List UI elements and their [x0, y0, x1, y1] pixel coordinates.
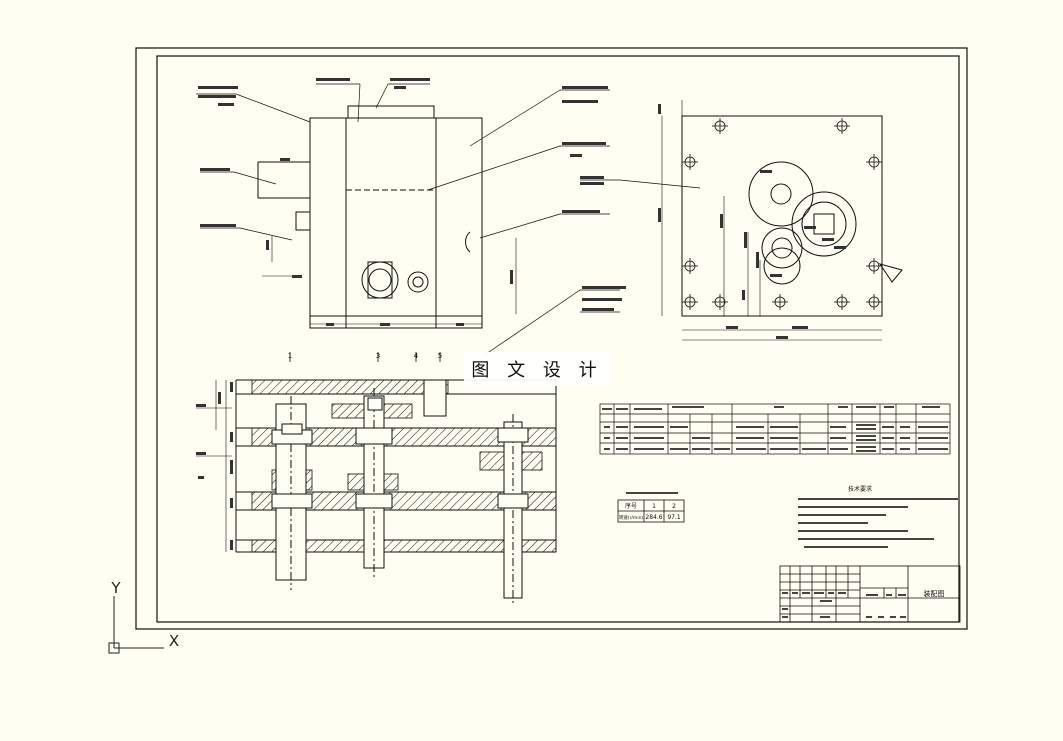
bolt-hole	[866, 258, 882, 274]
section-hatching	[251, 379, 557, 553]
outer-border	[135, 47, 968, 630]
watermark: 图 文 设 计	[464, 352, 610, 386]
section-number: 5	[438, 352, 442, 360]
inner-border	[156, 55, 960, 623]
title-block	[779, 565, 961, 623]
section-number: 3	[376, 352, 380, 360]
bolt-hole	[866, 154, 882, 170]
section-number: 4	[414, 352, 419, 360]
side-view-bolt-holes	[682, 118, 882, 310]
bolt-hole	[834, 118, 850, 134]
speed-table-caption	[626, 492, 678, 494]
speed-table-value: 97.1	[667, 514, 681, 521]
bolt-hole	[866, 294, 882, 310]
bolt-hole	[682, 154, 698, 170]
speed-table-header: 2	[672, 503, 676, 510]
bolt-hole	[834, 294, 850, 310]
speed-table-value: 284.6	[645, 514, 662, 521]
section-shafts	[271, 379, 529, 604]
ucs-x-label: X	[169, 632, 179, 650]
tech-notes-title: 技术要求	[848, 485, 872, 493]
front-view-leaders	[196, 83, 701, 355]
title-block-marks	[782, 592, 906, 618]
bolt-hole	[712, 118, 728, 134]
side-view	[661, 100, 903, 341]
bolt-hole	[682, 294, 698, 310]
speed-table-header: 序号	[625, 502, 637, 510]
parameter-table-marks	[602, 406, 948, 452]
ucs-icon	[108, 596, 164, 654]
side-view-marks	[658, 104, 846, 339]
tech-notes-lines	[798, 498, 958, 548]
bolt-hole	[682, 258, 698, 274]
speed-table-header: 1	[652, 503, 656, 510]
bolt-hole	[772, 294, 788, 310]
drawing-title: 装配图	[924, 589, 945, 598]
tiny-annotation-marks	[198, 78, 626, 326]
parameter-table	[599, 403, 951, 455]
speed-table	[617, 499, 685, 523]
bolt-hole	[712, 294, 728, 310]
front-view	[257, 105, 517, 329]
section-dimension-marks	[196, 382, 233, 550]
speed-table-row-label: 转速(r/min)	[619, 514, 644, 521]
section-number: 1	[288, 352, 292, 360]
ucs-y-label: Y	[110, 579, 121, 597]
